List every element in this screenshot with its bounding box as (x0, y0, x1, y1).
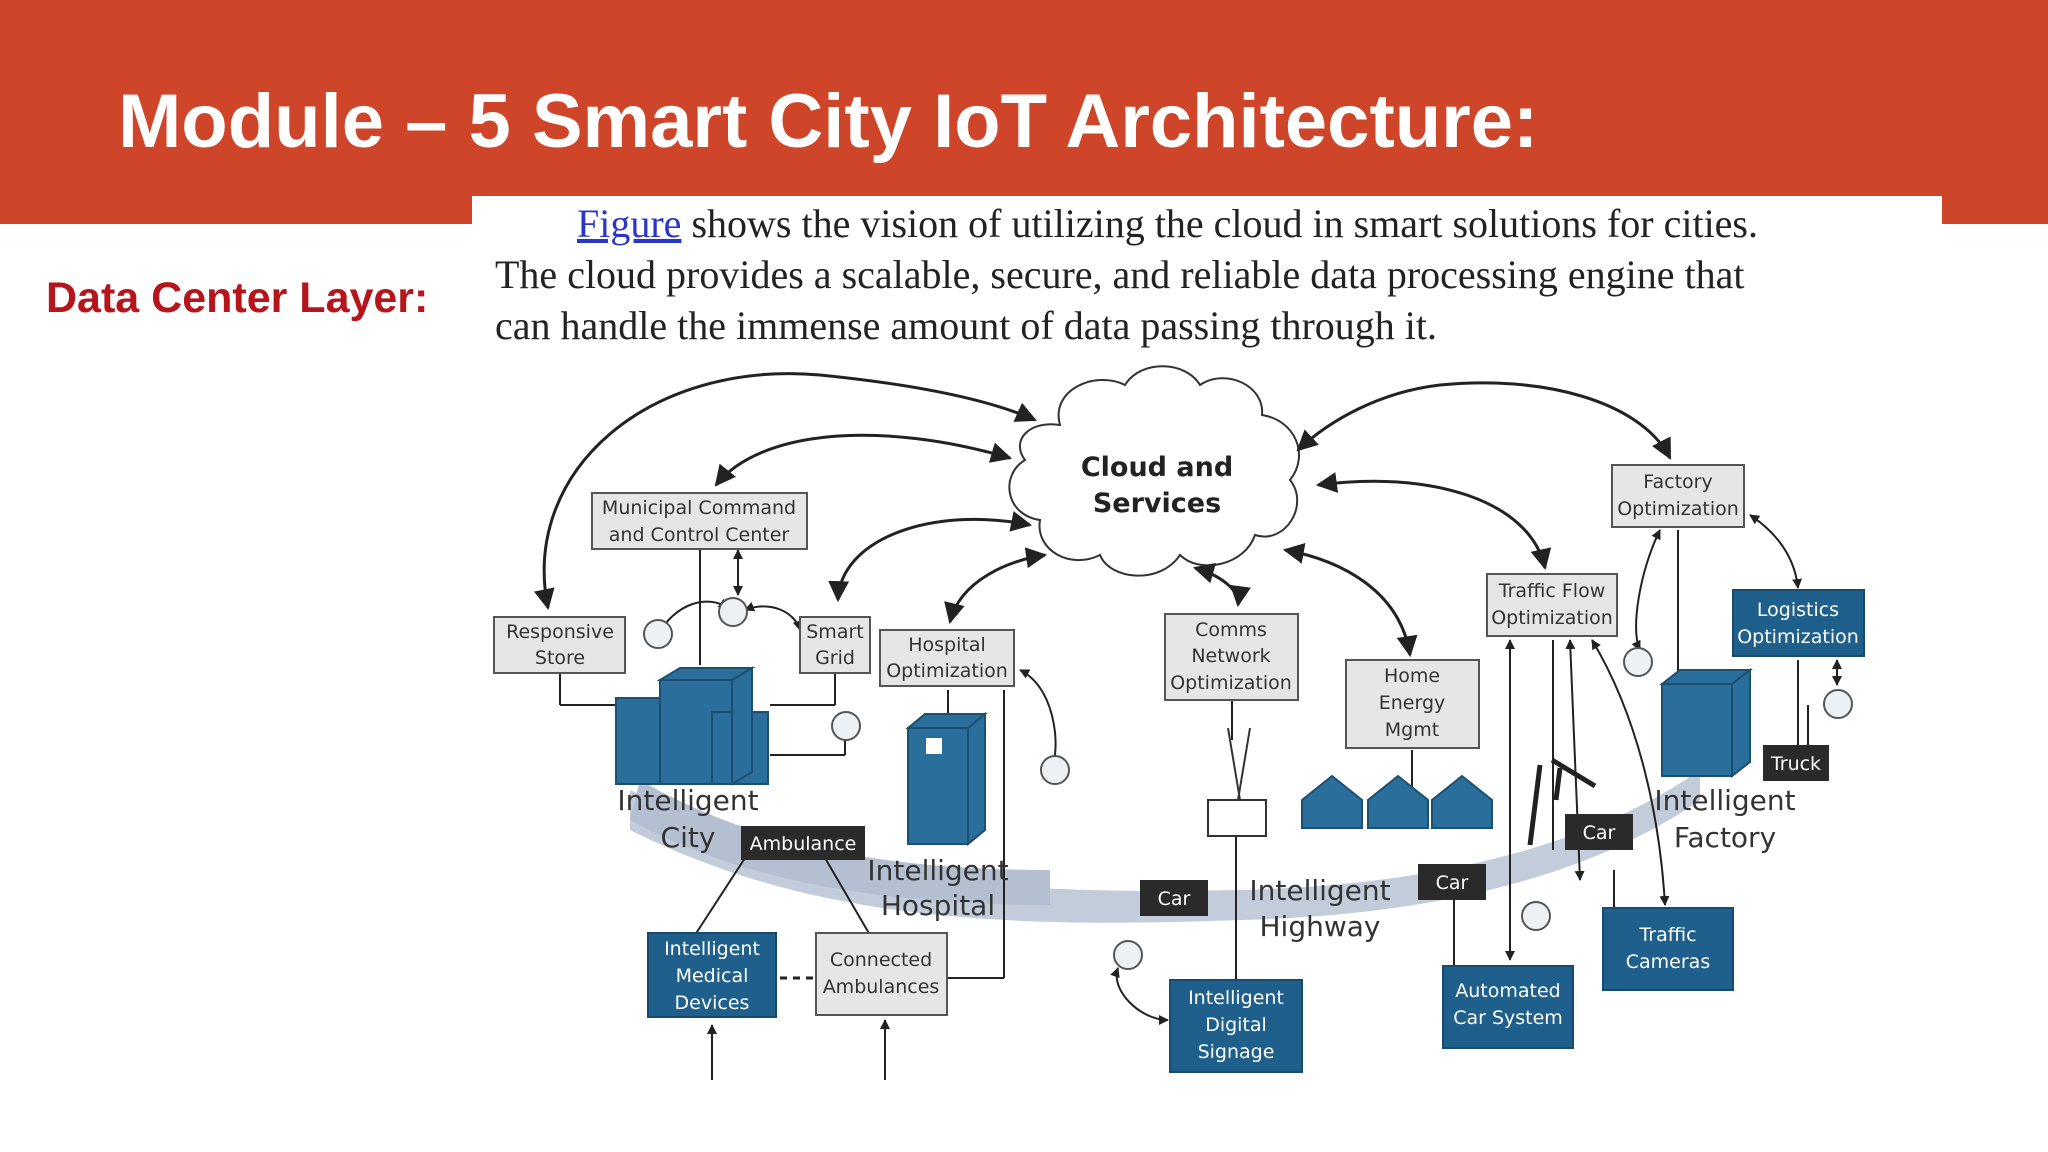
svg-text:Home: Home (1384, 665, 1440, 687)
svg-text:Traffic Flow: Traffic Flow (1498, 580, 1606, 602)
svg-text:Network: Network (1191, 645, 1270, 667)
band-left (630, 780, 1050, 905)
box-traffic-flow: Traffic Flow Optimization (1486, 573, 1618, 637)
svg-text:Medical: Medical (676, 965, 749, 987)
cloud-label-2: Services (1093, 488, 1221, 519)
box-logistics: Logistics Optimization (1732, 589, 1865, 657)
title-banner (0, 0, 2048, 224)
svg-text:Optimization: Optimization (1737, 626, 1859, 648)
tag-car-1: Car (1140, 880, 1208, 916)
caption-line-1-text: shows the vision of utilizing the cloud … (681, 201, 1758, 246)
box-factory-optimization: Factory Optimization (1611, 464, 1745, 528)
zone-hospital-1: Intelligent (867, 854, 1008, 887)
svg-text:Store: Store (535, 647, 585, 669)
tag-car-2: Car (1418, 864, 1486, 900)
box-hospital-optimization: Hospital Optimization (879, 629, 1015, 687)
svg-text:Car: Car (1158, 888, 1191, 910)
houses-icon (1301, 774, 1493, 829)
arrow-hospital-cloud (944, 547, 1048, 625)
box-connected-ambulances: Connected Ambulances (815, 932, 948, 1016)
box-digital-signage: Intelligent Digital Signage (1169, 979, 1303, 1073)
factory-building-icon (1659, 667, 1753, 779)
svg-text:Optimization: Optimization (1170, 672, 1292, 694)
svg-text:Logistics: Logistics (1757, 599, 1839, 621)
zone-city-2: City (661, 821, 716, 854)
svg-text:Traffic: Traffic (1638, 924, 1696, 946)
city-buildings-icon (615, 666, 769, 786)
highway-sign-icon (1527, 757, 1597, 846)
arrow-traffic-cloud (1315, 472, 1552, 571)
arrow-municipal-cloud (714, 433, 1013, 487)
box-traffic-cameras: Traffic Cameras (1602, 907, 1734, 991)
arrow-factory-cloud (1296, 381, 1672, 460)
svg-text:Comms: Comms (1195, 619, 1267, 641)
arrow-grid-cloud (828, 511, 1033, 603)
section-label: Data Center Layer: (46, 274, 429, 322)
svg-text:Grid: Grid (815, 647, 855, 669)
box-responsive-store: Responsive Store (493, 616, 626, 674)
tag-car-3: Car (1565, 814, 1633, 850)
caption-line-3: can handle the immense amount of data pa… (495, 303, 1437, 348)
tag-ambulance: Ambulance (741, 826, 865, 860)
zone-factory-2: Factory (1674, 821, 1776, 854)
cloud-icon: Cloud and Services (1008, 365, 1300, 577)
caption-line-2: The cloud provides a scalable, secure, a… (495, 252, 1745, 297)
svg-text:Energy: Energy (1379, 692, 1446, 714)
svg-text:Devices: Devices (675, 992, 750, 1014)
box-home-energy: Home Energy Mgmt (1345, 659, 1480, 749)
box-municipal: Municipal Command and Control Center (591, 492, 808, 550)
svg-text:Ambulance: Ambulance (750, 833, 857, 855)
svg-text:Digital: Digital (1205, 1014, 1267, 1036)
svg-text:Intelligent: Intelligent (1188, 987, 1284, 1009)
svg-text:Connected: Connected (830, 949, 932, 971)
zone-hospital-2: Hospital (881, 889, 995, 922)
box-medical-devices: Intelligent Medical Devices (647, 932, 777, 1018)
svg-text:Mgmt: Mgmt (1385, 719, 1439, 741)
svg-text:Municipal Command: Municipal Command (602, 497, 796, 519)
svg-text:Smart: Smart (806, 621, 863, 643)
svg-text:Car System: Car System (1453, 1007, 1563, 1029)
hospital-building-icon (905, 711, 988, 847)
zone-highway-2: Highway (1260, 910, 1381, 943)
svg-text:Responsive: Responsive (506, 621, 614, 643)
figure-link[interactable]: Figure (577, 201, 682, 246)
tag-truck: Truck (1763, 745, 1829, 781)
figure-caption: Figure shows the vision of utilizing the… (495, 198, 1925, 351)
svg-text:Car: Car (1583, 822, 1616, 844)
svg-text:Truck: Truck (1770, 753, 1821, 775)
svg-text:and Control Center: and Control Center (609, 524, 790, 546)
svg-text:Car: Car (1436, 872, 1469, 894)
arrow-home-cloud (1282, 543, 1418, 658)
zone-highway-1: Intelligent (1249, 874, 1390, 907)
arrow-comms-cloud (1192, 562, 1251, 608)
svg-text:Optimization: Optimization (886, 660, 1008, 682)
svg-text:Signage: Signage (1198, 1041, 1275, 1063)
svg-text:Cameras: Cameras (1626, 951, 1710, 973)
svg-text:Ambulances: Ambulances (823, 976, 940, 998)
radio-tower-icon (1207, 727, 1267, 837)
box-automated-car: Automated Car System (1442, 965, 1574, 1049)
zone-city-1: Intelligent (617, 784, 758, 817)
svg-text:Intelligent: Intelligent (664, 938, 760, 960)
slide-title: Module – 5 Smart City IoT Architecture: (118, 79, 1539, 164)
caption-line-1: Figure shows the vision of utilizing the… (495, 198, 1925, 249)
box-smart-grid: Smart Grid (799, 616, 871, 674)
cloud-label-1: Cloud and (1081, 452, 1233, 483)
zone-factory-1: Intelligent (1654, 784, 1795, 817)
svg-text:Hospital: Hospital (908, 634, 986, 656)
svg-text:Optimization: Optimization (1491, 607, 1613, 629)
svg-text:Automated: Automated (1455, 980, 1560, 1002)
svg-text:Optimization: Optimization (1617, 498, 1739, 520)
svg-text:Factory: Factory (1643, 471, 1712, 493)
arrow-store-cloud (533, 372, 1037, 611)
box-comms-network: Comms Network Optimization (1164, 613, 1299, 701)
